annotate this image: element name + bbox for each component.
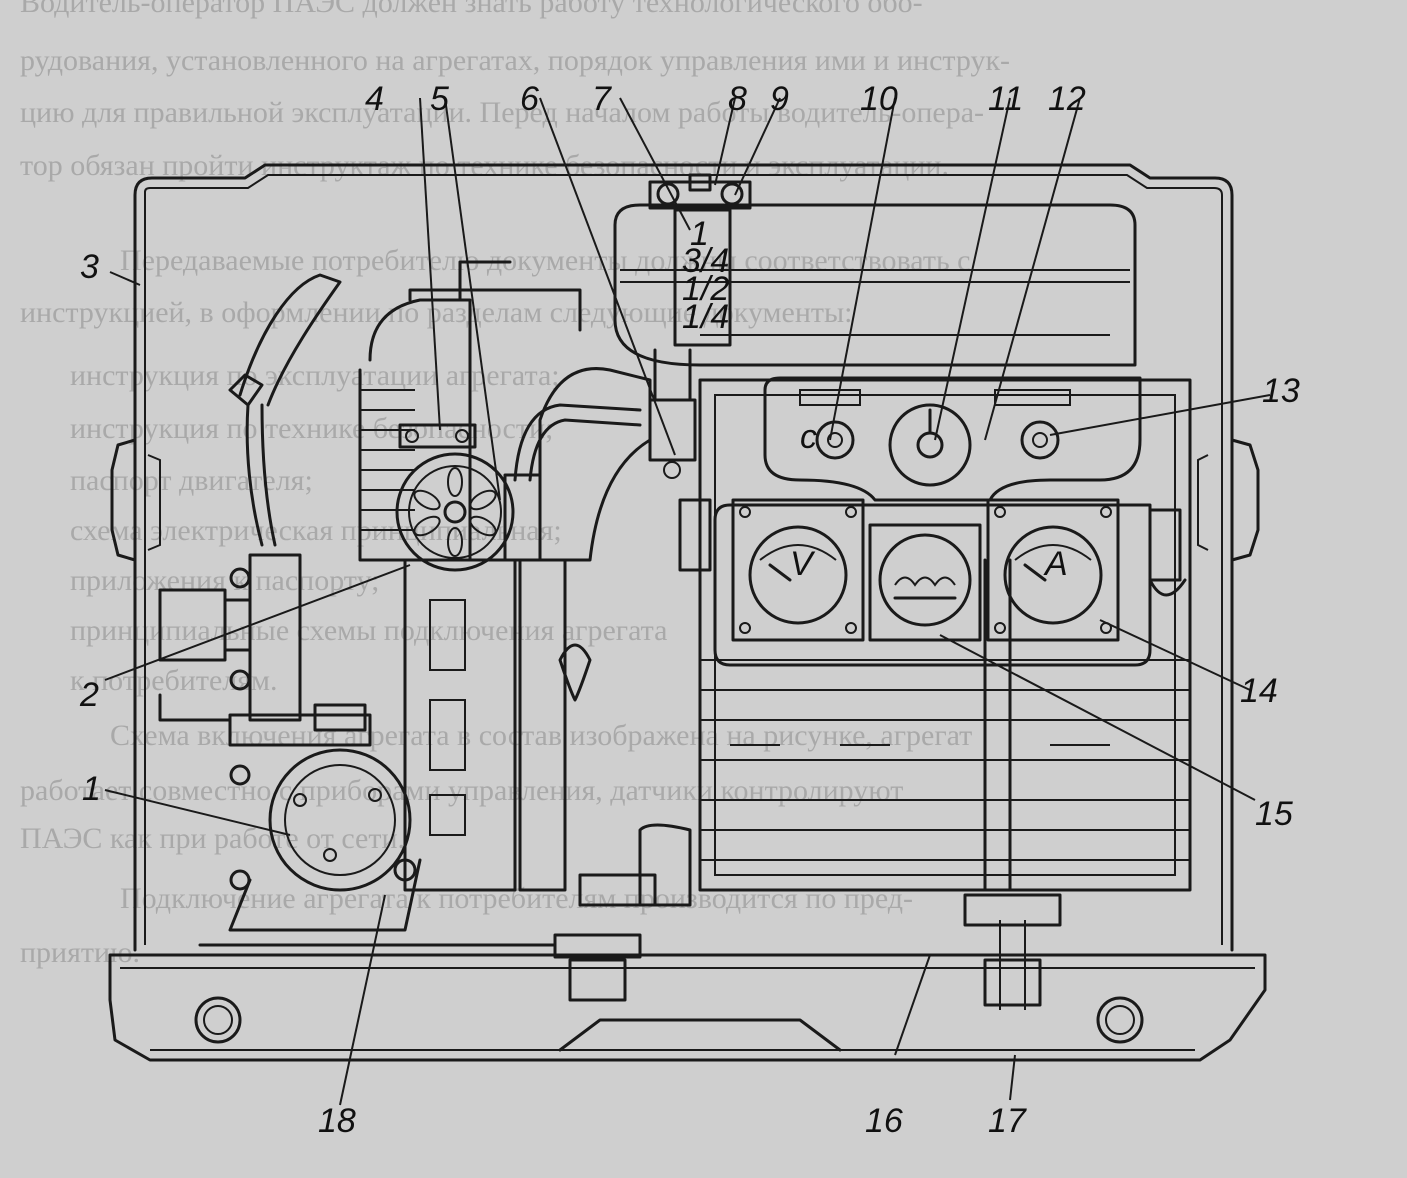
callout-11: 11 [988,80,1023,118]
ammeter-frame [986,498,1120,642]
callout-5: 5 [430,80,449,118]
switch-knob-right [1020,420,1060,460]
callout-12: 12 [1048,80,1086,118]
engine [158,260,652,947]
callout-8: 8 [728,80,747,118]
bg-line-15: ПАЭС как при работе от сети. [20,822,405,855]
voltmeter-symbol: V [790,545,816,583]
bg-line-11: принципиальные схемы подключения агрегат… [70,614,667,647]
fan-wheel [395,452,515,572]
starter-housing [268,748,412,892]
bg-line-12: к потребителям. [70,664,278,697]
base-frame [108,893,1267,1062]
bg-line-4: Передаваемые потребителю документы должн… [120,244,970,277]
frequency-meter [878,533,972,627]
callout-14: 14 [1240,672,1278,710]
skid-tube-left [194,996,242,1044]
callout-17: 17 [988,1102,1027,1140]
bg-line-13: Схема включения агрегата в состав изобра… [110,719,972,752]
generator: c V A [578,376,1192,907]
callout-2: 2 [79,676,99,714]
callout-3: 3 [80,248,99,286]
skid-tube-right [1096,996,1144,1044]
level-three-quarter: 3/4 [682,242,729,280]
ammeter [1003,525,1103,625]
frequency-meter-frame [868,523,982,642]
bg-line-8: паспорт двигателя; [70,464,313,497]
level-quarter: 1/4 [682,298,729,336]
bg-line-0: Водитель-оператор ПАЭС должен знать рабо… [20,0,923,19]
switch-knob-left [815,420,855,460]
bg-line-14: работает совместно с приборами управлени… [20,774,903,807]
callout-numbers: 1 2 3 4 5 6 7 8 9 10 11 12 13 14 15 16 1… [79,80,1300,1140]
bg-line-6: инструкция по эксплуатации агрегата; [70,359,560,392]
bg-line-7: инструкция по технике безопасности; [70,412,553,445]
level-gauge [673,208,732,347]
bg-line-1: рудования, установленного на агрегатах, … [20,44,1010,77]
callout-4: 4 [365,80,384,118]
level-half: 1/2 [682,270,729,308]
voltmeter-frame [731,498,865,642]
leader-lines [104,97,1271,1106]
voltmeter [748,525,848,625]
callout-7: 7 [592,80,612,118]
fuel-tank: 1 3/4 1/2 1/4 [613,173,1137,479]
ammeter-symbol: A [1043,545,1068,583]
callout-15: 15 [1255,795,1293,833]
callout-18: 18 [318,1102,356,1140]
callout-1: 1 [82,770,101,808]
callout-10: 10 [860,80,898,118]
callout-16: 16 [865,1102,903,1140]
bg-line-9: схема электрическая принципиальная; [70,514,562,547]
switch-mark: c [800,418,817,456]
callout-6: 6 [520,80,539,118]
callout-9: 9 [770,80,789,118]
bg-line-2: цию для правильной эксплуатации. Перед н… [20,96,984,129]
background-text: Водитель-оператор ПАЭС должен знать рабо… [20,0,1010,969]
bg-line-17: приятию. [20,936,140,969]
bg-line-16: Подключение агрегата к потребителям прои… [120,882,913,915]
level-full: 1 [690,215,709,253]
callout-13: 13 [1262,372,1300,410]
rheostat-dial [888,403,972,487]
